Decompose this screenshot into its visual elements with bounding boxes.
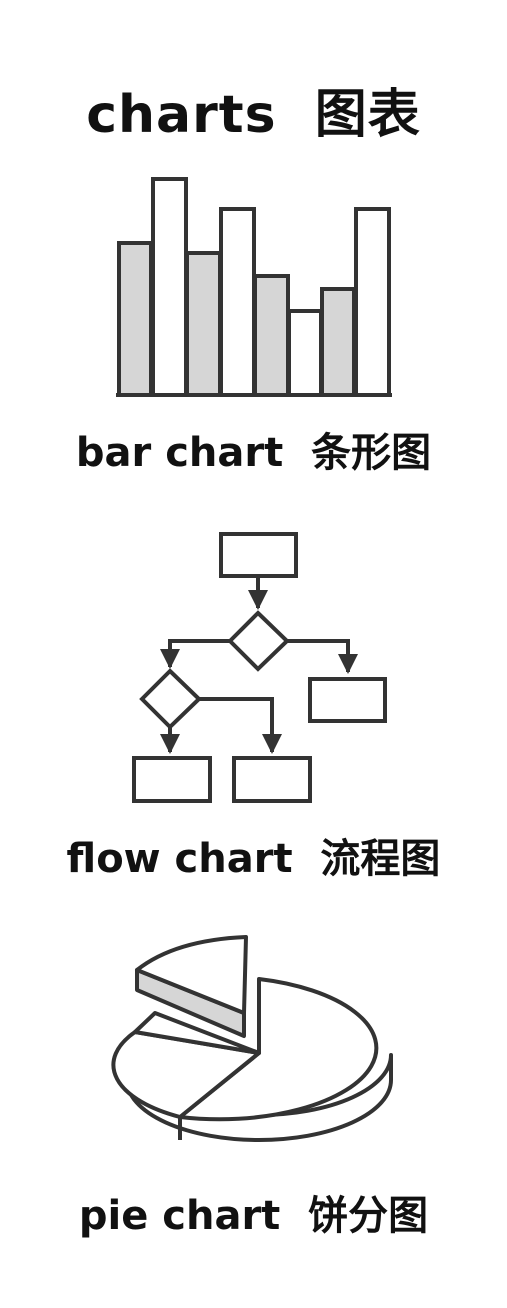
pie-small-slice [133, 1011, 261, 1055]
bar-6 [287, 309, 323, 397]
flow-decision-2 [139, 668, 202, 730]
flow-right-box [308, 677, 387, 723]
flow-chart-caption: flow chart 流程图 [66, 836, 441, 882]
bar-chart-icon [116, 177, 392, 397]
pie-exploded-slice [135, 935, 248, 1015]
bar-2 [151, 177, 188, 397]
pie-left-slice [111, 1030, 261, 1119]
page-title: charts 图表 [86, 85, 421, 145]
bar-3 [185, 251, 222, 397]
bar-1 [117, 241, 153, 397]
flow-start-box [219, 532, 298, 578]
bar-4 [219, 207, 256, 397]
pie-main-slice [178, 977, 379, 1122]
pie-chart-icon [111, 935, 393, 1142]
bar-8 [354, 207, 391, 397]
flow-bottom-right-box [232, 756, 312, 803]
bar-chart-caption: bar chart 条形图 [75, 430, 432, 476]
flow-decision-1 [227, 610, 290, 672]
bar-7 [320, 287, 356, 397]
flow-chart-icon [132, 532, 387, 803]
bar-5 [253, 274, 290, 397]
pie-chart-caption: pie chart 饼分图 [78, 1193, 429, 1239]
flow-bottom-left-box [132, 756, 212, 803]
